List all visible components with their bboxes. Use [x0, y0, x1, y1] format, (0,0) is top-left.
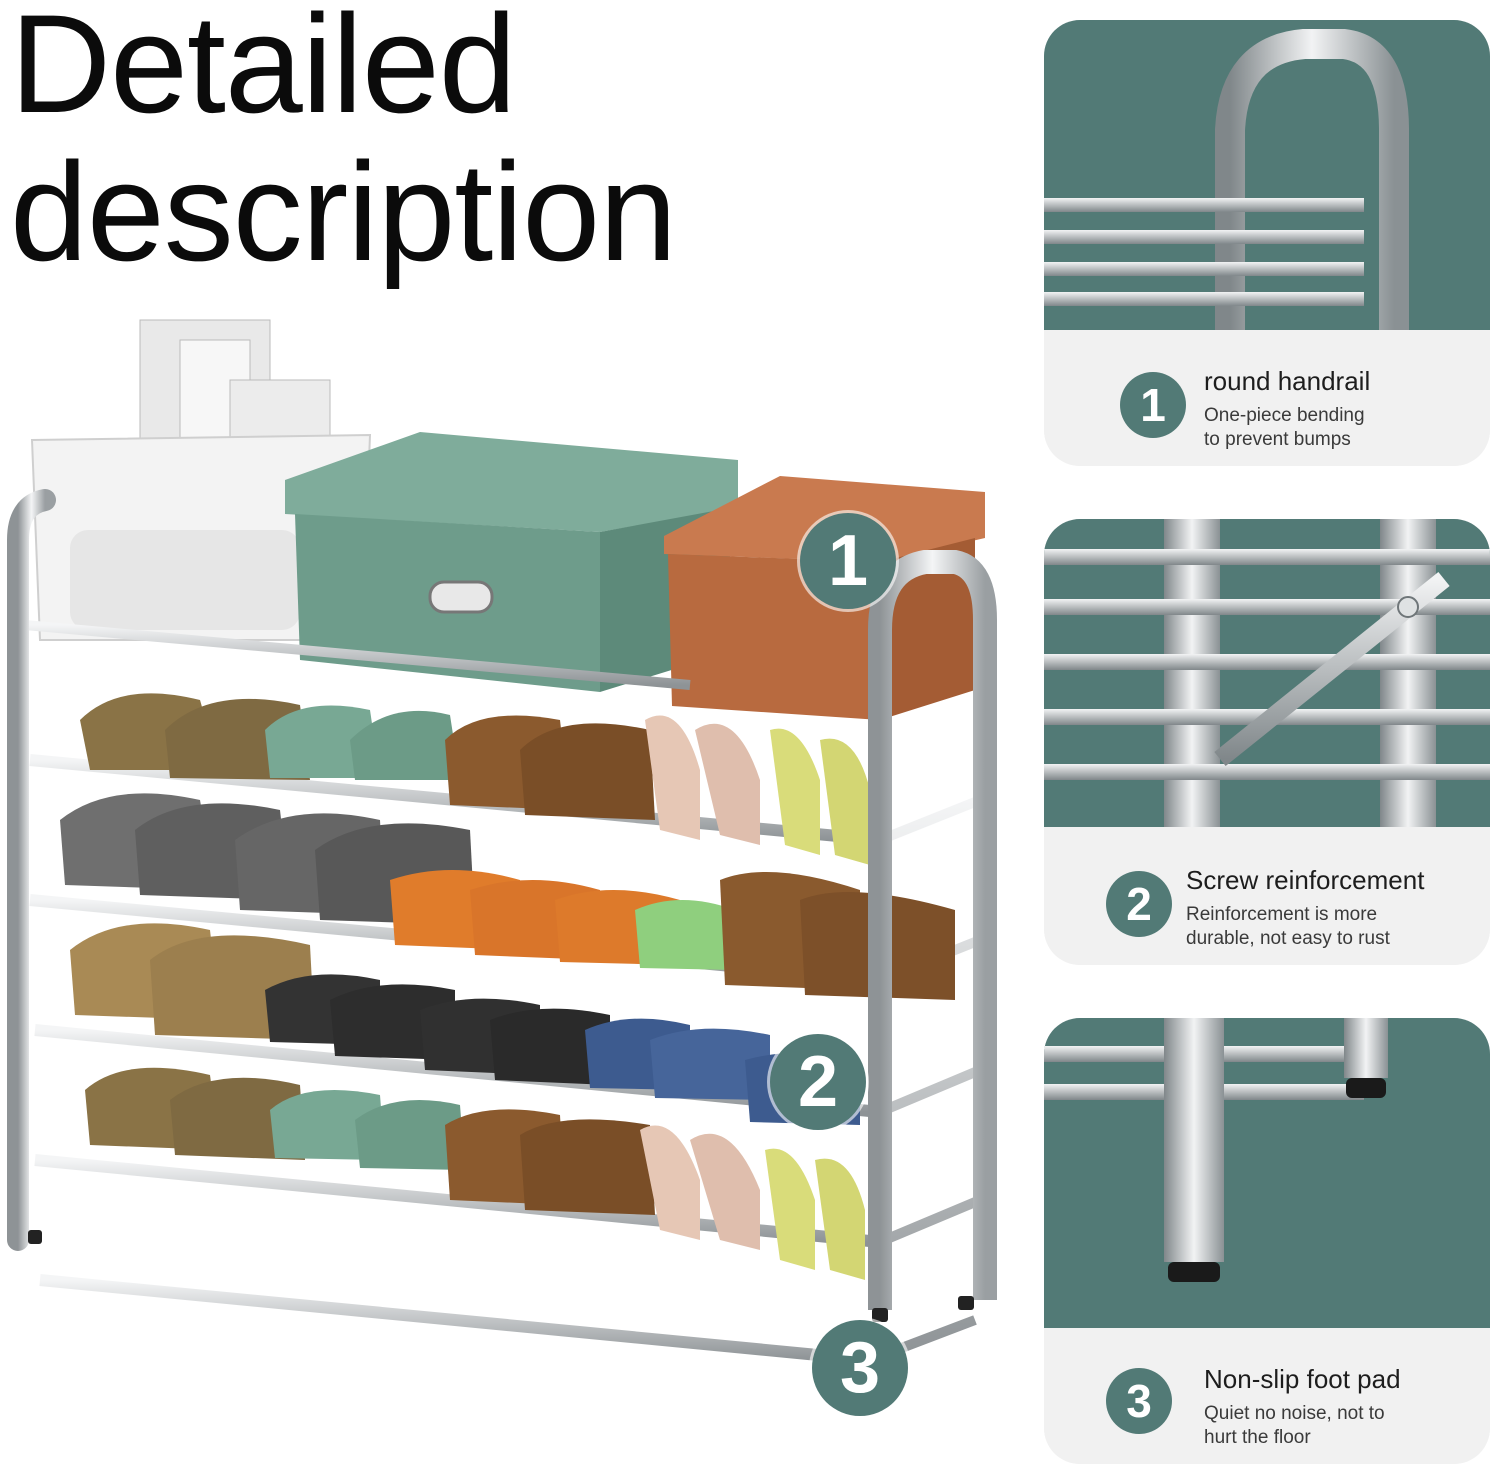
handrail-caption: 1 round handrail One-piece bending to pr… [1044, 330, 1490, 466]
title-line-2: description [10, 133, 677, 290]
screw-closeup-image [1044, 519, 1490, 827]
title-line-1: Detailed [10, 0, 517, 142]
shoes-row-2 [60, 793, 955, 1000]
brown-storage-box [664, 476, 985, 720]
marker-3: 3 [812, 1320, 908, 1416]
shoe-rack-drawing [6, 319, 997, 1366]
feature-description-line-2: hurt the floor [1204, 1427, 1311, 1448]
screw-caption: 2 Screw reinforcement Reinforcement is m… [1044, 827, 1490, 965]
foot-pad-closeup-image [1044, 1018, 1490, 1328]
shoes-row-4 [85, 1067, 865, 1280]
feature-description-line-2: durable, not easy to rust [1186, 928, 1390, 949]
feature-number-badge: 3 [1106, 1368, 1172, 1434]
marker-1: 1 [800, 513, 896, 609]
foot-pad-caption: 3 Non-slip foot pad Quiet no noise, not … [1044, 1328, 1490, 1464]
feature-description-line-2: to prevent bumps [1204, 429, 1351, 450]
feature-title: round handrail [1204, 366, 1371, 396]
rack-frame [6, 489, 997, 1322]
page-title: Detailed description [10, 0, 677, 290]
feature-title: Screw reinforcement [1186, 865, 1425, 895]
feature-description: Reinforcement is more durable, not easy … [1186, 903, 1466, 951]
shoe-rack-illustration: 1 2 3 [0, 300, 1000, 1416]
feature-description: Quiet no noise, not to hurt the floor [1204, 1402, 1484, 1450]
feature-card-foot-pad: 3 Non-slip foot pad Quiet no noise, not … [1044, 1018, 1490, 1464]
feature-description: One-piece bending to prevent bumps [1204, 404, 1484, 452]
marker-2: 2 [770, 1034, 866, 1130]
feature-number-badge: 2 [1106, 871, 1172, 937]
shoes-row-3 [70, 923, 860, 1125]
feature-description-line-1: Quiet no noise, not to [1204, 1403, 1385, 1424]
handrail-closeup-image [1044, 20, 1490, 330]
shoes-row-1 [80, 693, 870, 865]
feature-description-line-1: One-piece bending [1204, 405, 1365, 426]
feature-title: Non-slip foot pad [1204, 1364, 1401, 1394]
feature-number-badge: 1 [1120, 372, 1186, 438]
feature-description-line-1: Reinforcement is more [1186, 904, 1378, 925]
feature-card-handrail: 1 round handrail One-piece bending to pr… [1044, 20, 1490, 466]
feature-card-screw: 2 Screw reinforcement Reinforcement is m… [1044, 519, 1490, 965]
